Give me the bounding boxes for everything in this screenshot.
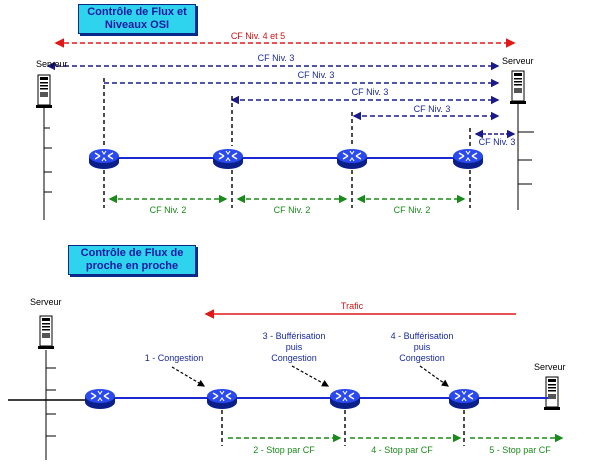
event-1-label: 1 - Congestion <box>145 353 204 363</box>
bottom-title: Contrôle de Flux de proche en proche <box>68 245 196 275</box>
event-4-line2: puis <box>414 342 431 352</box>
bottom-dashed-verticals <box>221 410 465 446</box>
top-router-2-icon <box>212 148 244 170</box>
cf-niv2-label-3: CF Niv. 2 <box>394 205 431 215</box>
bottom-server-right-label: Serveur <box>534 362 566 372</box>
bottom-server-right-icon <box>543 376 561 411</box>
cf-niv45-label: CF Niv. 4 et 5 <box>231 31 285 41</box>
top-title-line1: Contrôle de Flux et <box>87 6 187 18</box>
bottom-server-left-label: Serveur <box>30 297 62 307</box>
top-server-left-icon <box>35 74 53 109</box>
traffic-label: Trafic <box>341 301 364 311</box>
top-router-1-icon <box>88 148 120 170</box>
top-router-4-icon <box>452 148 484 170</box>
cf-niv2-label-2: CF Niv. 2 <box>274 205 311 215</box>
bottom-server-left-icon <box>37 315 55 350</box>
top-server-left-label: Serveur <box>36 59 68 69</box>
event-1-arrow <box>171 366 206 387</box>
top-title: Contrôle de Flux et Niveaux OSI <box>78 4 196 34</box>
bottom-router-2-icon <box>206 388 238 410</box>
bottom-left-rack <box>45 350 56 460</box>
top-router-3-icon <box>336 148 368 170</box>
event-3-line3: Congestion <box>271 353 317 363</box>
event-3-line2: puis <box>286 342 303 352</box>
top-title-line2: Niveaux OSI <box>104 19 170 31</box>
cf-niv3-label-3: CF Niv. 3 <box>352 87 389 97</box>
cf-niv3-label-1: CF Niv. 3 <box>258 53 295 63</box>
stop-4-label: 4 - Stop par CF <box>371 445 433 455</box>
event-3-arrow <box>291 365 330 387</box>
stop-2-label: 2 - Stop par CF <box>253 445 315 455</box>
bottom-router-1-icon <box>84 388 116 410</box>
bottom-title-line2: proche en proche <box>85 260 179 272</box>
stop-5-label: 5 - Stop par CF <box>489 445 551 455</box>
event-4-line1: 4 - Bufférisation <box>391 331 454 341</box>
event-4-line3: Congestion <box>399 353 445 363</box>
top-dashed-verticals <box>103 78 471 208</box>
bottom-router-4-icon <box>448 388 480 410</box>
bottom-title-line1: Contrôle de Flux de <box>80 247 184 259</box>
top-left-rack <box>43 108 52 220</box>
top-server-right-icon <box>509 70 527 105</box>
cf-niv3-label-2: CF Niv. 3 <box>298 70 335 80</box>
top-server-right-label: Serveur <box>502 56 534 66</box>
event-3-line1: 3 - Bufférisation <box>263 331 326 341</box>
cf-niv3-label-5: CF Niv. 3 <box>479 137 516 147</box>
cf-niv2-label-1: CF Niv. 2 <box>150 205 187 215</box>
cf-niv3-label-4: CF Niv. 3 <box>414 104 451 114</box>
top-right-rack <box>517 104 534 210</box>
bottom-router-3-icon <box>329 388 361 410</box>
event-4-arrow <box>419 365 449 387</box>
